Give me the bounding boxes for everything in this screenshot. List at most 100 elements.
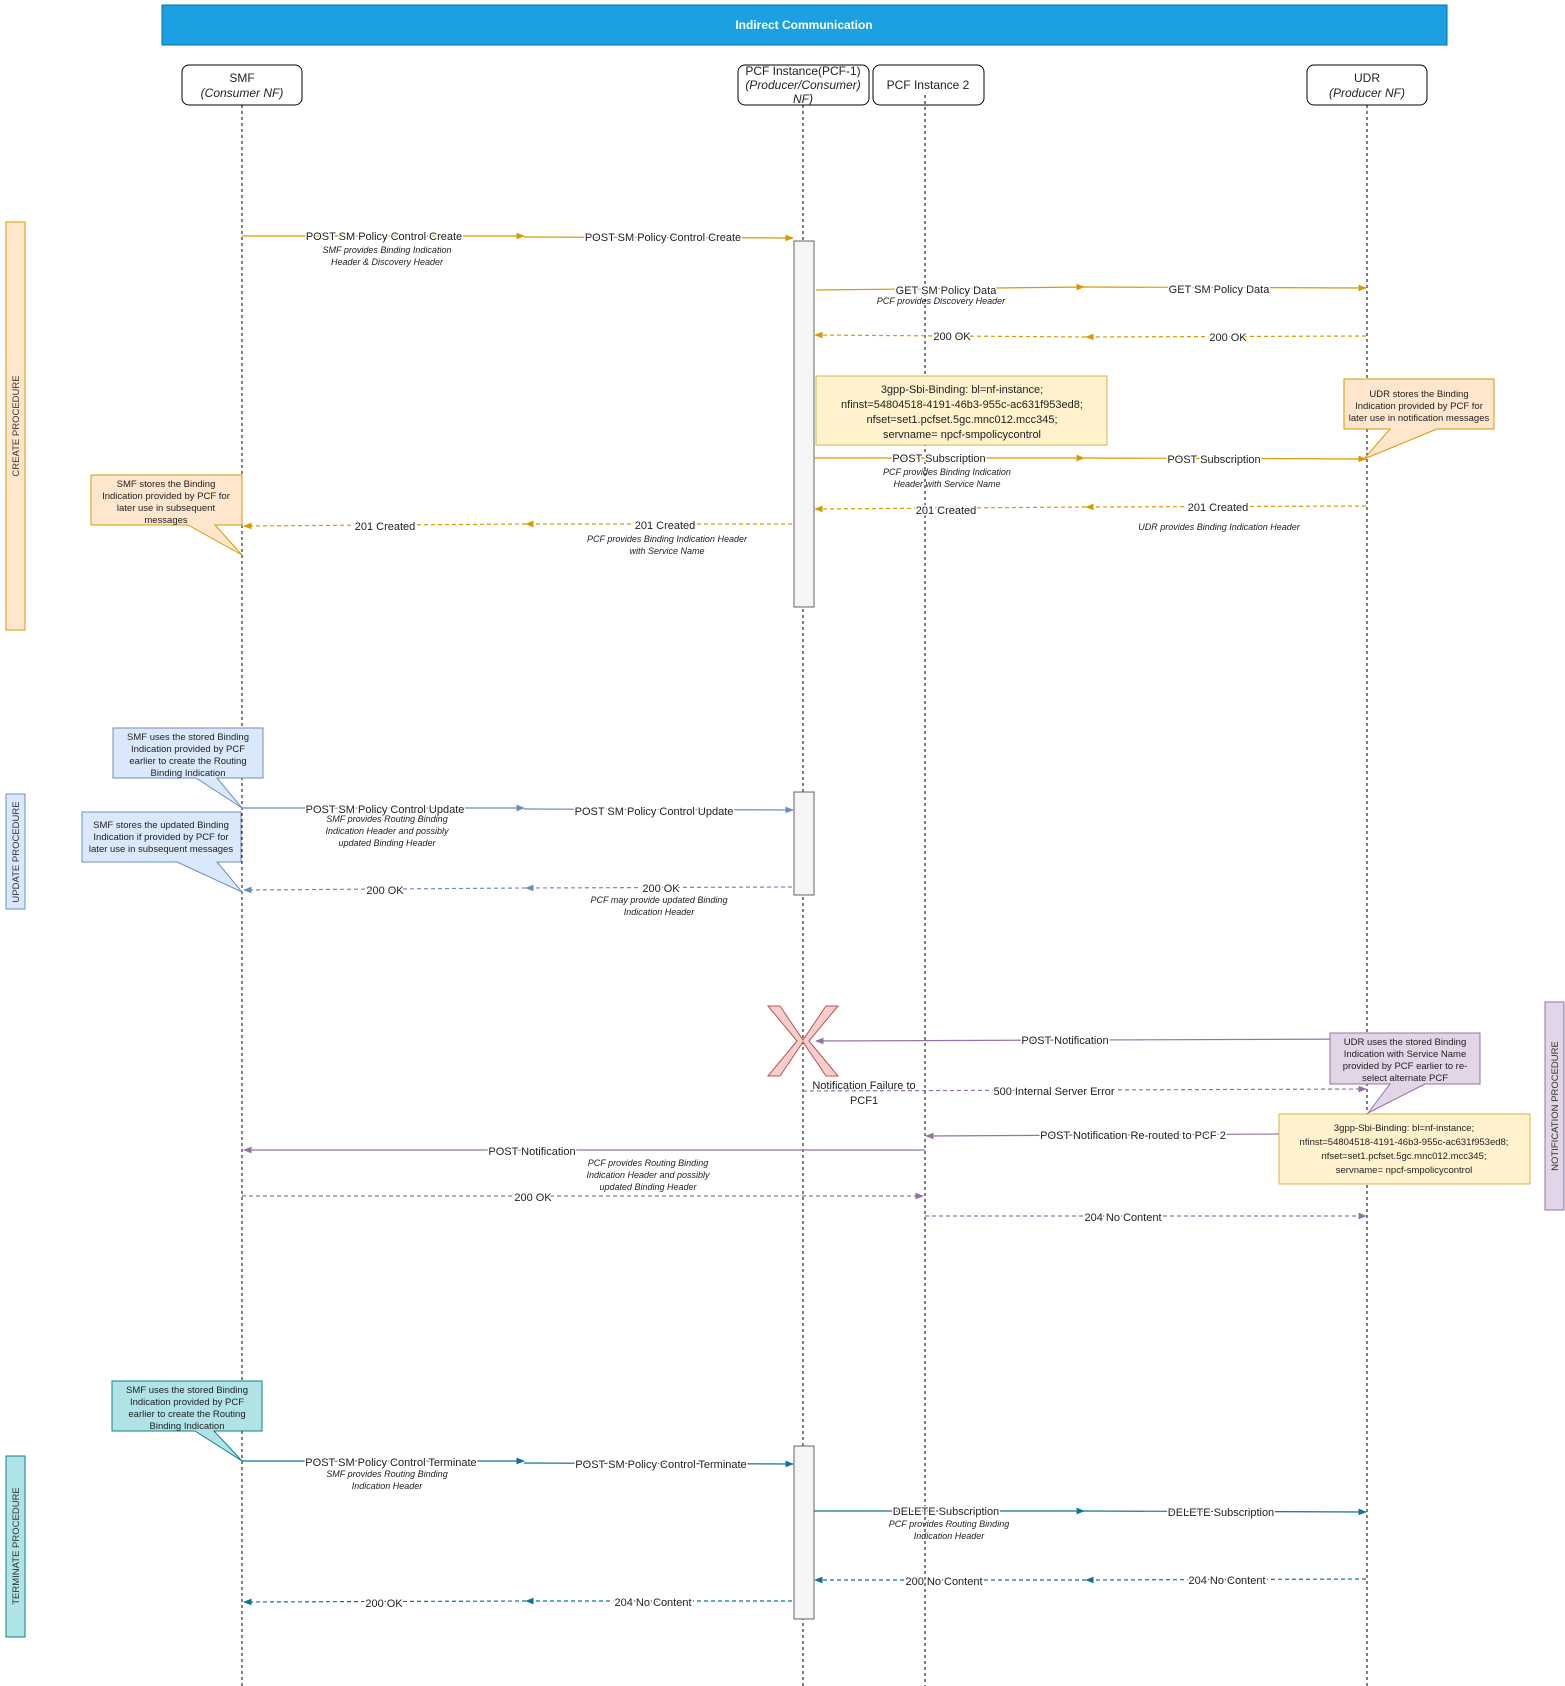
svg-text:SMF provides Routing Binding: SMF provides Routing Binding: [326, 1469, 447, 1479]
svg-text:PCF provides Binding Indicatio: PCF provides Binding Indication: [883, 467, 1011, 477]
participant-udr-role: (Producer NF): [1329, 86, 1405, 100]
msg-notif-udr-to-pcf1: POST Notification: [815, 1034, 1367, 1049]
msg-200-smf-to-pcf2: 200 OK: [242, 1191, 924, 1206]
svg-text:servname= npcf-smpolicycontrol: servname= npcf-smpolicycontrol: [883, 429, 1041, 441]
note-binding-header: 3gpp-Sbi-Binding: bl=nf-instance; nfinst…: [815, 375, 1108, 446]
svg-text:201 Created: 201 Created: [635, 520, 696, 532]
svg-text:200 OK: 200 OK: [1209, 332, 1247, 344]
msg-200-scp-to-pcf1: 200 OK: [814, 330, 1087, 345]
svg-text:updated Binding Header: updated Binding Header: [599, 1182, 697, 1192]
svg-text:Indication Header: Indication Header: [624, 907, 696, 917]
svg-text:nfinst=54804518-4191-46b3-955c: nfinst=54804518-4191-46b3-955c-ac631f953…: [841, 399, 1083, 411]
svg-text:Header with Service Name: Header with Service Name: [893, 479, 1000, 489]
svg-text:POST Subscription: POST Subscription: [1167, 454, 1260, 466]
svg-text:nfinst=54804518-4191-46b3-955c: nfinst=54804518-4191-46b3-955c-ac631f953…: [1300, 1137, 1509, 1148]
msg-notif-pcf2-to-smf: POST Notification PCF provides Routing B…: [243, 1145, 925, 1192]
msg-200-pcf1-to-scp-update: 200 OK PCF may provide updated Binding I…: [525, 882, 793, 917]
phase-update-label: UPDATE PROCEDURE: [11, 801, 22, 902]
svg-text:SMF provides Binding Indicatio: SMF provides Binding Indication: [323, 245, 452, 255]
note-udr-uses: UDR uses the stored Binding Indication w…: [1329, 1032, 1481, 1114]
phase-terminate: TERMINATE PROCEDURE: [5, 1455, 26, 1638]
svg-text:PCF provides Routing Binding: PCF provides Routing Binding: [889, 1519, 1009, 1529]
msg-200-scp-to-smf-update: 200 OK: [243, 884, 527, 899]
participant-pcf2: PCF Instance 2: [872, 64, 985, 106]
participant-udr-name: UDR: [1354, 71, 1380, 85]
participant-udr: UDR (Producer NF): [1306, 64, 1428, 106]
msg-notif-rerouted: POST Notification Re-routed to PCF 2: [925, 1129, 1280, 1144]
svg-text:200 OK: 200 OK: [514, 1192, 552, 1204]
msg-201-udr-to-scp: 201 Created UDR provides Binding Indicat…: [1085, 501, 1367, 532]
msg-200-udr-to-scp: 200 OK: [1085, 331, 1367, 346]
msg-delete-pcf1-to-scp: DELETE Subscription PCF provides Routing…: [814, 1505, 1085, 1541]
svg-text:POST Notification: POST Notification: [488, 1146, 575, 1158]
svg-text:201 Created: 201 Created: [1188, 502, 1249, 514]
svg-text:Indication Header and possibly: Indication Header and possibly: [325, 826, 449, 836]
svg-text:earlier to create the Routing: earlier to create the Routing: [128, 1409, 245, 1420]
svg-text:Indication provided by PCF for: Indication provided by PCF for: [1355, 401, 1483, 412]
msg-201-pcf1-to-scp: 201 Created PCF provides Binding Indicat…: [525, 519, 792, 556]
msg-get-scp-to-udr: GET SM Policy Data: [1083, 283, 1367, 298]
title-bar: Indirect Communication: [161, 4, 1448, 46]
svg-text:3gpp-Sbi-Binding: bl=nf-instan: 3gpp-Sbi-Binding: bl=nf-instance;: [881, 384, 1043, 396]
note-udr-stores: UDR stores the Binding Indication provid…: [1343, 378, 1495, 460]
phase-update: UPDATE PROCEDURE: [5, 793, 26, 910]
svg-text:201 Created: 201 Created: [916, 505, 977, 517]
svg-text:200 No Content: 200 No Content: [905, 1576, 982, 1588]
svg-text:select alternate PCF: select alternate PCF: [1362, 1073, 1448, 1084]
msg-201-scp-to-smf: 201 Created: [243, 520, 527, 535]
msg-update-smf-to-scp: POST SM Policy Control Update SMF provid…: [242, 803, 525, 848]
participant-smf-name: SMF: [229, 71, 254, 85]
msg-204-udr-to-scp: 204 No Content: [1085, 1574, 1367, 1589]
msg-sub-pcf1-to-scp: POST Subscription PCF provides Binding I…: [814, 452, 1085, 489]
svg-text:POST SM Policy Control Termina: POST SM Policy Control Terminate: [575, 1459, 746, 1471]
svg-text:GET SM Policy Data: GET SM Policy Data: [1169, 284, 1271, 296]
svg-text:POST Notification: POST Notification: [1021, 1035, 1108, 1047]
participant-pcf2-name: PCF Instance 2: [887, 78, 970, 92]
participant-pcf1: PCF Instance(PCF-1) (Producer/Consumer) …: [737, 64, 870, 106]
svg-text:with Service Name: with Service Name: [629, 546, 704, 556]
phase-create-label: CREATE PROCEDURE: [11, 375, 22, 476]
svg-text:204 No Content: 204 No Content: [614, 1597, 691, 1609]
participant-smf: SMF (Consumer NF): [181, 64, 303, 106]
diagram-title: Indirect Communication: [735, 18, 872, 32]
svg-text:PCF provides Binding Indicatio: PCF provides Binding Indication Header: [587, 534, 748, 544]
msg-get-pcf1-to-scp: GET SM Policy Data PCF provides Discover…: [815, 284, 1085, 306]
svg-text:POST Notification Re-routed to: POST Notification Re-routed to PCF 2: [1040, 1130, 1226, 1142]
msg-update-scp-to-pcf1: POST SM Policy Control Update: [523, 805, 794, 820]
svg-text:200 OK: 200 OK: [642, 883, 680, 895]
svg-text:Header & Discovery Header: Header & Discovery Header: [331, 257, 444, 267]
svg-text:GET SM Policy Data: GET SM Policy Data: [896, 285, 998, 297]
msg-201-scp-to-pcf1: 201 Created: [814, 504, 1087, 519]
svg-text:SMF uses the stored Binding: SMF uses the stored Binding: [127, 732, 249, 743]
activation-update: [793, 791, 815, 896]
svg-text:provided by PCF earlier to re-: provided by PCF earlier to re-: [1343, 1061, 1468, 1072]
svg-text:later use in notification mess: later use in notification messages: [1349, 413, 1490, 424]
msg-204-pcf2-to-udr: 204 No Content: [925, 1211, 1367, 1226]
svg-text:later use in subsequent: later use in subsequent: [117, 503, 216, 514]
activation-create: [793, 240, 815, 608]
svg-text:nfset=set1.pcfset.5gc.mnc012.m: nfset=set1.pcfset.5gc.mnc012.mcc345;: [866, 414, 1057, 426]
note-smf-uses-terminate: SMF uses the stored Binding Indication p…: [111, 1380, 263, 1462]
svg-text:POST SM Policy Control Create: POST SM Policy Control Create: [306, 231, 462, 243]
svg-text:Indication Header: Indication Header: [914, 1531, 986, 1541]
svg-text:3gpp-Sbi-Binding: bl=nf-instan: 3gpp-Sbi-Binding: bl=nf-instance;: [1334, 1123, 1474, 1134]
svg-text:DELETE Subscription: DELETE Subscription: [1168, 1507, 1274, 1519]
svg-text:Indication Header and possibly: Indication Header and possibly: [586, 1170, 710, 1180]
phase-create: CREATE PROCEDURE: [5, 221, 26, 631]
svg-text:204 No Content: 204 No Content: [1084, 1212, 1161, 1224]
msg-create-scp-to-pcf1: POST SM Policy Control Create: [523, 231, 794, 246]
svg-text:PCF may provide updated Bindin: PCF may provide updated Binding: [591, 895, 728, 905]
svg-text:Indication provided by PCF: Indication provided by PCF: [131, 744, 245, 755]
msg-200-scp-to-smf-term: 200 OK: [243, 1597, 527, 1612]
svg-text:earlier to create the Routing: earlier to create the Routing: [129, 756, 246, 767]
svg-text:Indication Header: Indication Header: [352, 1481, 424, 1491]
svg-text:204 No Content: 204 No Content: [1188, 1575, 1265, 1587]
participant-pcf1-role1: (Producer/Consumer): [745, 78, 860, 92]
svg-text:SMF stores the updated Binding: SMF stores the updated Binding: [93, 820, 229, 831]
svg-text:200 OK: 200 OK: [365, 1598, 403, 1610]
svg-text:updated Binding Header: updated Binding Header: [338, 838, 436, 848]
svg-text:201 Created: 201 Created: [355, 521, 416, 533]
msg-term-smf-to-scp: POST SM Policy Control Terminate SMF pro…: [242, 1456, 525, 1491]
svg-text:later use in subsequent messag: later use in subsequent messages: [89, 844, 233, 855]
svg-text:PCF provides Routing Binding: PCF provides Routing Binding: [588, 1158, 708, 1168]
